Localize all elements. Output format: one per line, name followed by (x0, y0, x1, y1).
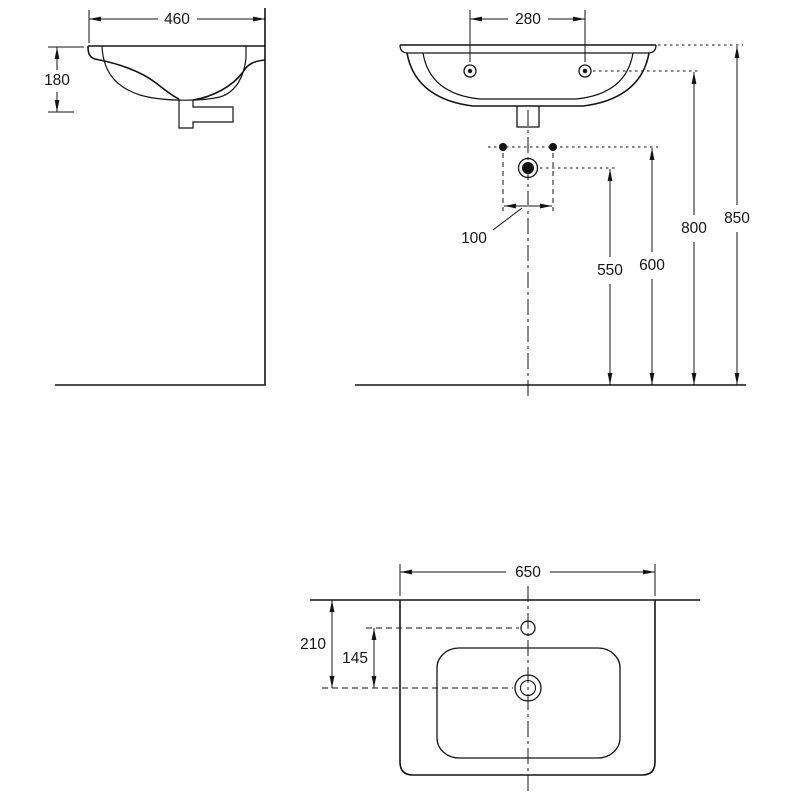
side-view (55, 8, 266, 386)
side-depth-dim-label: 460 (164, 11, 190, 28)
basin-inner-line (422, 52, 634, 100)
rim-bottom-line (399, 44, 657, 54)
fixing-hole-left-dot (499, 143, 507, 151)
leader-line-fixing-spacing (492, 207, 523, 231)
fixing-spacing-dim-label: 100 (461, 230, 487, 247)
front-view (355, 44, 746, 397)
front-view-dimensions (469, 10, 740, 385)
drain-height-dim-label: 550 (597, 262, 623, 279)
side-height-dim-label: 180 (44, 72, 70, 89)
basin-rear-underside (192, 59, 266, 101)
tap-hole-left (463, 64, 477, 78)
wall-and-floor-line (55, 8, 266, 386)
tap-hole-right (578, 64, 592, 78)
edge-to-drain-dim-label: 210 (300, 636, 326, 653)
tap-to-drain-dim-label: 145 (342, 650, 368, 667)
body-outline (406, 52, 650, 107)
plan-view-dimensions (329, 564, 656, 688)
basin-front-underside (87, 45, 180, 100)
tap-hole-left-center-dot (467, 68, 473, 74)
rim-height-dim-label: 850 (724, 210, 750, 227)
tap-spacing-dim-label: 280 (515, 11, 541, 28)
side-view-dimensions (48, 10, 265, 113)
plan-view (310, 586, 700, 793)
drain-tailpiece (516, 106, 540, 128)
basin-inner-profile (101, 45, 247, 101)
tap-height-dim-label: 800 (681, 220, 707, 237)
tap-hole-right-center-dot (582, 68, 588, 74)
drain-trap-outline (178, 99, 234, 129)
plan-width-dim-label: 650 (515, 564, 541, 581)
fixing-height-dim-label: 600 (639, 257, 665, 274)
fixing-hole-right-dot (549, 143, 557, 151)
